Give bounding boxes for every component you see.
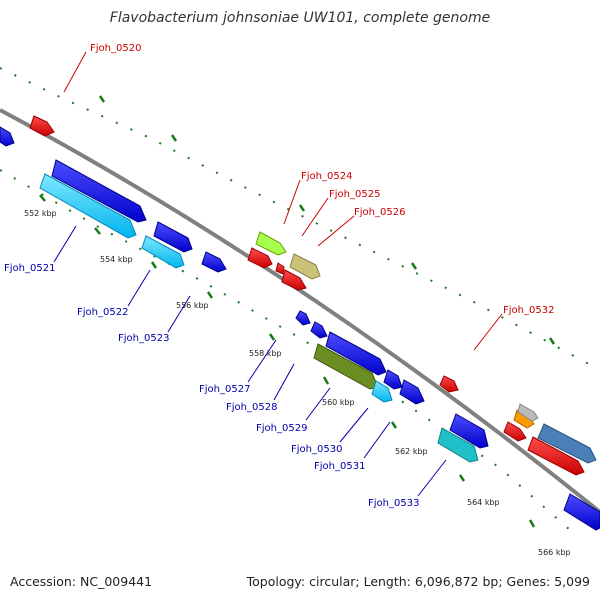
scale-label-564: 564 kbp [467, 498, 500, 507]
inner-gene-labels: Fjoh_0521 Fjoh_0522 Fjoh_0523 Fjoh_0527 … [4, 263, 419, 509]
gene-Fjoh_0520[interactable] [29, 115, 55, 137]
label-Fjoh_0528: Fjoh_0528 [226, 402, 277, 413]
gene-steelblue[interactable] [537, 423, 597, 464]
scale-labels: 552 kbp 554 kbp 556 kbp 558 kbp 560 kbp … [24, 209, 571, 557]
genome-summary-text: Topology: circular; Length: 6,096,872 bp… [246, 574, 590, 589]
gene-grey[interactable] [517, 403, 539, 422]
label-Fjoh_0522: Fjoh_0522 [77, 307, 128, 318]
gene-Fjoh_0525[interactable] [247, 247, 273, 269]
label-Fjoh_0526: Fjoh_0526 [354, 207, 405, 218]
scale-label-556: 556 kbp [176, 301, 209, 310]
outer-leaders [63, 51, 503, 351]
gene-Fjoh_0530b[interactable] [383, 369, 403, 390]
inner-genes[interactable] [0, 126, 600, 531]
gene-Fjoh_0533a[interactable] [449, 413, 489, 449]
gene-Fjoh_0522[interactable] [141, 235, 185, 269]
scale-label-558: 558 kbp [249, 349, 282, 358]
inner-leaders [53, 225, 447, 497]
scale-label-552: 552 kbp [24, 209, 57, 218]
gene-red-long[interactable] [527, 436, 585, 476]
label-Fjoh_0525: Fjoh_0525 [329, 189, 380, 200]
gene-blue-right[interactable] [563, 493, 600, 531]
gene-Fjoh_0522a[interactable] [153, 221, 193, 253]
gene-Fjoh_0533[interactable] [437, 427, 479, 463]
gene-Fjoh_0525b[interactable] [275, 262, 285, 275]
gene-blue-left[interactable] [0, 126, 15, 147]
gene-Fjoh_0523[interactable] [201, 251, 227, 273]
label-Fjoh_0529: Fjoh_0529 [256, 423, 307, 434]
label-Fjoh_0527: Fjoh_0527 [199, 384, 250, 395]
gene-Fjoh_0528b[interactable] [325, 331, 387, 376]
outer-gene-labels: Fjoh_0520 Fjoh_0524 Fjoh_0525 Fjoh_0526 … [90, 43, 554, 316]
scale-label-554: 554 kbp [100, 255, 133, 264]
label-Fjoh_0531: Fjoh_0531 [314, 461, 365, 472]
gene-Fjoh_0524[interactable] [255, 231, 287, 256]
scale-label-566: 566 kbp [538, 548, 571, 557]
scale-label-560: 560 kbp [322, 398, 355, 407]
gene-Fjoh_0527[interactable] [295, 310, 311, 326]
label-Fjoh_0524: Fjoh_0524 [301, 171, 352, 182]
label-Fjoh_0520: Fjoh_0520 [90, 43, 141, 54]
gene-Fjoh_0531[interactable] [399, 379, 425, 405]
gene-red-532b[interactable] [503, 421, 527, 442]
outer-scale-track [0, 67, 600, 371]
genome-backbone [0, 108, 600, 514]
inner-scale-track [0, 169, 571, 531]
gene-Fjoh_0526[interactable] [289, 253, 321, 280]
label-Fjoh_0521: Fjoh_0521 [4, 263, 55, 274]
outer-genes[interactable] [29, 115, 597, 476]
label-Fjoh_0533: Fjoh_0533 [368, 498, 419, 509]
gene-Fjoh_0532[interactable] [439, 375, 459, 393]
map-title: Flavobacterium johnsoniae UW101, complet… [109, 10, 491, 26]
label-Fjoh_0532: Fjoh_0532 [503, 305, 554, 316]
gene-Fjoh_0521a[interactable] [51, 159, 147, 223]
label-Fjoh_0530: Fjoh_0530 [291, 444, 342, 455]
gene-Fjoh_0526b[interactable] [281, 269, 307, 291]
accession-text: Accession: NC_009441 [10, 574, 153, 589]
gene-Fjoh_0530[interactable] [371, 380, 393, 403]
major-ticks [39, 95, 556, 528]
gene-Fjoh_0521[interactable] [39, 173, 137, 239]
scale-label-562: 562 kbp [395, 447, 428, 456]
gene-Fjoh_0528[interactable] [310, 321, 328, 339]
label-Fjoh_0523: Fjoh_0523 [118, 333, 169, 344]
